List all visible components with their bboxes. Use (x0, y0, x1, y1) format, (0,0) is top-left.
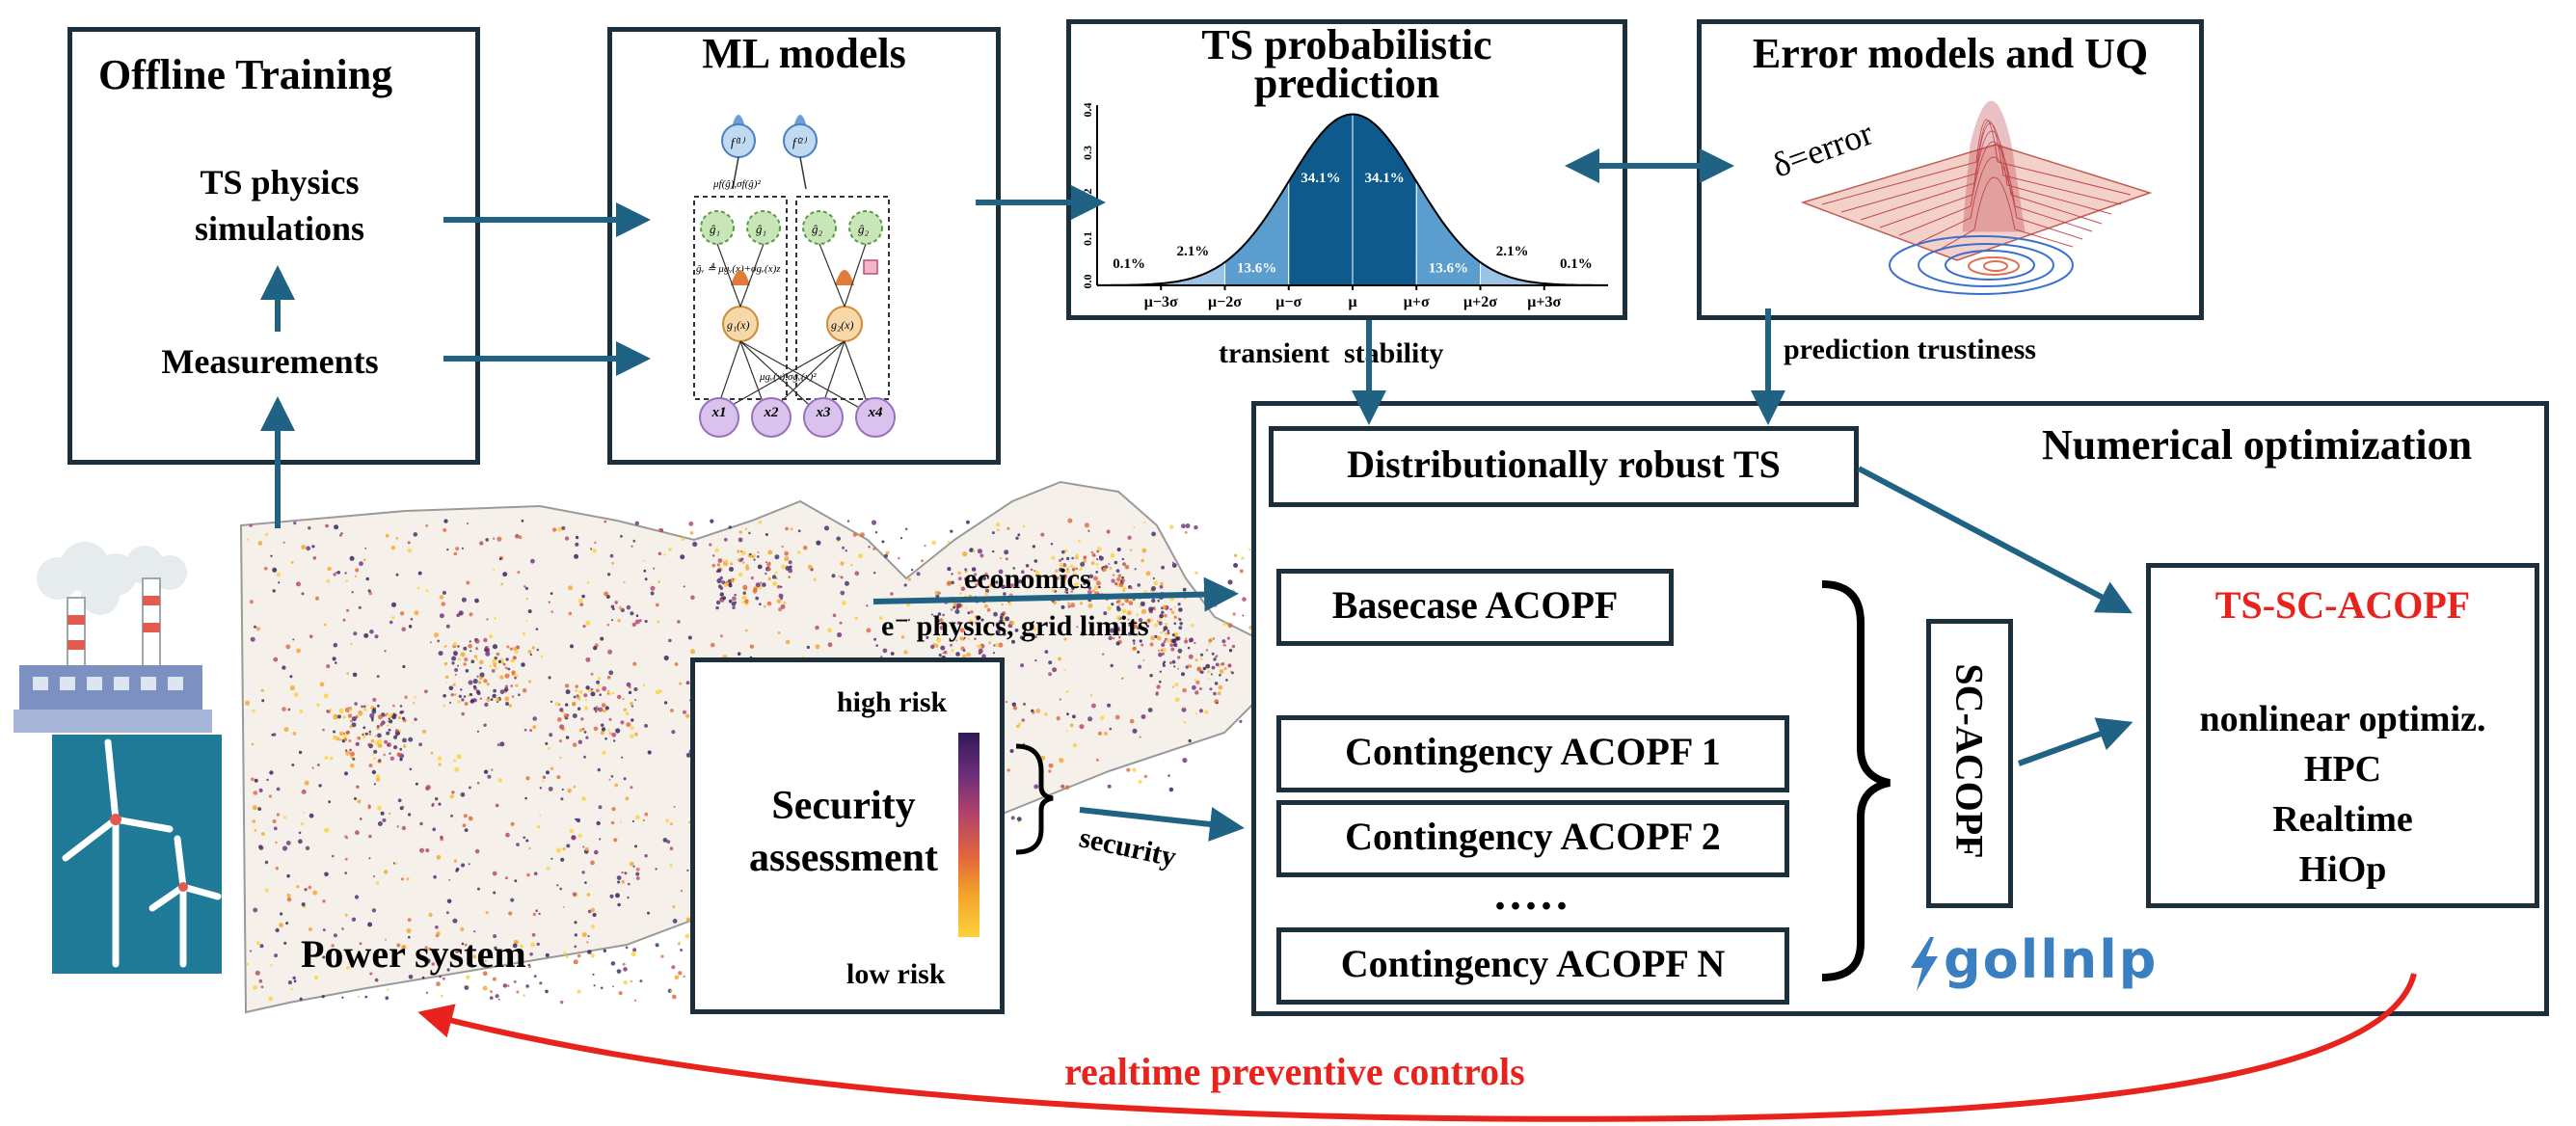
bell-xtick-label: μ+3σ (1527, 294, 1561, 310)
feature-hpc: HPC (2303, 749, 2382, 790)
dr-ts-box (1269, 426, 1859, 507)
ts-prediction-title-2: prediction (1253, 60, 1440, 107)
bell-ytick-label: 0.4 (1081, 103, 1094, 118)
contingency-2-box (1276, 800, 1789, 877)
numerical-optimization-title: Numerical optimization (2042, 421, 2473, 469)
smoke-cloud (37, 542, 187, 615)
error-surface-plot (1800, 100, 2153, 295)
bell-ytick-label: 0.1 (1081, 231, 1094, 246)
input-label-x1: x1 (711, 405, 727, 420)
bell-band-label: 13.6% (1237, 261, 1276, 277)
svg-text:ĝ₂: ĝ₂ (812, 222, 823, 236)
contingency-n-label: Contingency ACOPF N (1340, 942, 1726, 985)
low-risk-label: low risk (846, 958, 946, 990)
risk-colorbar (958, 733, 979, 937)
feature-hiop: HiOp (2298, 849, 2387, 890)
feature-realtime: Realtime (2272, 799, 2413, 840)
input-label-x4: x4 (868, 405, 883, 420)
security-title-2: assessment (749, 836, 938, 880)
power-plant-illustration (13, 542, 222, 974)
transient-stability-label: transient stability (1219, 337, 1444, 369)
basecase-label: Basecase ACOPF (1331, 583, 1619, 627)
error-models-title: Error models and UQ (1752, 30, 2149, 77)
dr-ts-label: Distributionally robust TS (1347, 442, 1781, 486)
bell-band-label: 13.6% (1429, 261, 1468, 277)
bell-curve-line (1097, 113, 1608, 286)
economics-label: economics (964, 563, 1091, 595)
bell-band-label: 2.1% (1177, 244, 1210, 259)
bell-ytick-label: 0.3 (1081, 146, 1094, 160)
power-system-label: Power system (301, 932, 526, 976)
bell-band-label: 0.1% (1560, 256, 1593, 272)
security-title-1: Security (771, 784, 916, 828)
ml-models-box (607, 27, 1001, 465)
svg-text:ĝ₁: ĝ₁ (756, 222, 766, 236)
svg-text:μf(ĝ),σf(ĝ)²: μf(ĝ),σf(ĝ)² (712, 178, 761, 190)
bell-curve-chart: 0.0 0.1 0.2 0.3 0.4 μ−3σ μ−2σ μ−σ μ μ+σ μ+2σ μ+3σ 0.… (1081, 103, 1609, 310)
high-risk-label: high risk (837, 686, 948, 718)
bell-xtick-label: μ (1348, 294, 1356, 310)
bell-band-5 (1352, 113, 1417, 286)
offline-training-title: Offline Training (98, 51, 393, 98)
lightning-bolt-icon (1911, 937, 1938, 991)
svg-text:g₂(x): g₂(x) (831, 318, 854, 332)
prediction-trustiness-label: prediction trustiness (1784, 334, 2036, 365)
input-label-x3: x3 (816, 405, 831, 420)
bell-xtick-label: μ+σ (1404, 294, 1430, 310)
bell-xtick-label: μ+2σ (1463, 294, 1497, 310)
curly-brace (1821, 580, 1891, 981)
bell-ytick-label: 0.2 (1081, 189, 1094, 203)
simulations-label: simulations (194, 209, 365, 248)
svg-text:ĝ₁: ĝ₁ (710, 222, 720, 236)
input-node-x2 (751, 397, 792, 438)
bell-band-label: 34.1% (1301, 171, 1340, 186)
contingency-1-label: Contingency ACOPF 1 (1345, 730, 1721, 773)
feature-nonlinear: nonlinear optimiz. (2199, 699, 2486, 739)
bell-ytick-label: 0.0 (1081, 275, 1094, 289)
bell-xtick-label: μ−2σ (1208, 294, 1242, 310)
input-label-x2: x2 (764, 405, 779, 420)
bell-band-label: 0.1% (1113, 256, 1145, 272)
measurements-label: Measurements (161, 342, 379, 381)
ts-prediction-title-1: TS probabilistic (1201, 21, 1492, 68)
input-node-x1 (699, 397, 739, 438)
security-assessment-box (690, 657, 1005, 1014)
risk-scatter-dots (245, 518, 1253, 1005)
svg-text:f⁽¹⁾: f⁽¹⁾ (731, 135, 746, 149)
bell-band-label: 2.1% (1496, 244, 1529, 259)
basecase-box (1276, 569, 1674, 646)
ts-sc-acopf-box (2146, 563, 2539, 908)
ts-physics-label: TS physics (200, 163, 360, 201)
ts-sc-acopf-label: TS-SC-ACOPF (2214, 583, 2471, 627)
input-node-x3 (803, 397, 844, 438)
bell-xtick-label: μ−3σ (1144, 294, 1178, 310)
gollnlp-logo: gollnlp (1905, 929, 2156, 997)
svg-text:g₁(x): g₁(x) (727, 318, 750, 332)
input-node-x4 (855, 397, 896, 438)
svg-text:ĝᵥ ≜ μgᵥ(x)+σgᵥ(x)z: ĝᵥ ≜ μgᵥ(x)+σgᵥ(x)z (696, 262, 781, 275)
neural-network-diagram: f⁽¹⁾ f⁽²⁾ μf(ĝ),σf(ĝ)² ĝ₁ ĝ₁ ĝ₂ ĝ₂ ĝᵥ ≜ … (693, 115, 890, 416)
bell-band-label: 34.1% (1365, 171, 1405, 186)
sc-acopf-label: SC-ACOPF (1947, 663, 1992, 859)
gollnlp-wordmark: gollnlp (1944, 929, 2159, 990)
ml-models-title: ML models (702, 30, 906, 77)
bell-band-4 (1288, 113, 1354, 286)
contingency-1-box (1276, 715, 1789, 792)
sc-acopf-box (1926, 619, 2013, 908)
svg-text:μgᵥ(x),σgᵥ(x)²: μgᵥ(x),σgᵥ(x)² (759, 371, 817, 383)
physics-limits-label: e⁻ physics, grid limits (881, 610, 1149, 642)
bell-xtick-label: μ−σ (1275, 294, 1301, 310)
svg-text:f⁽²⁾: f⁽²⁾ (792, 135, 808, 149)
realtime-controls-label: realtime preventive controls (1064, 1050, 1525, 1093)
offline-training-box (67, 27, 480, 465)
contingency-ellipsis: ..... (1494, 869, 1571, 920)
wind-turbine-icon (62, 738, 222, 968)
svg-text:ĝ₂: ĝ₂ (858, 222, 870, 236)
contingency-2-label: Contingency ACOPF 2 (1345, 815, 1721, 858)
